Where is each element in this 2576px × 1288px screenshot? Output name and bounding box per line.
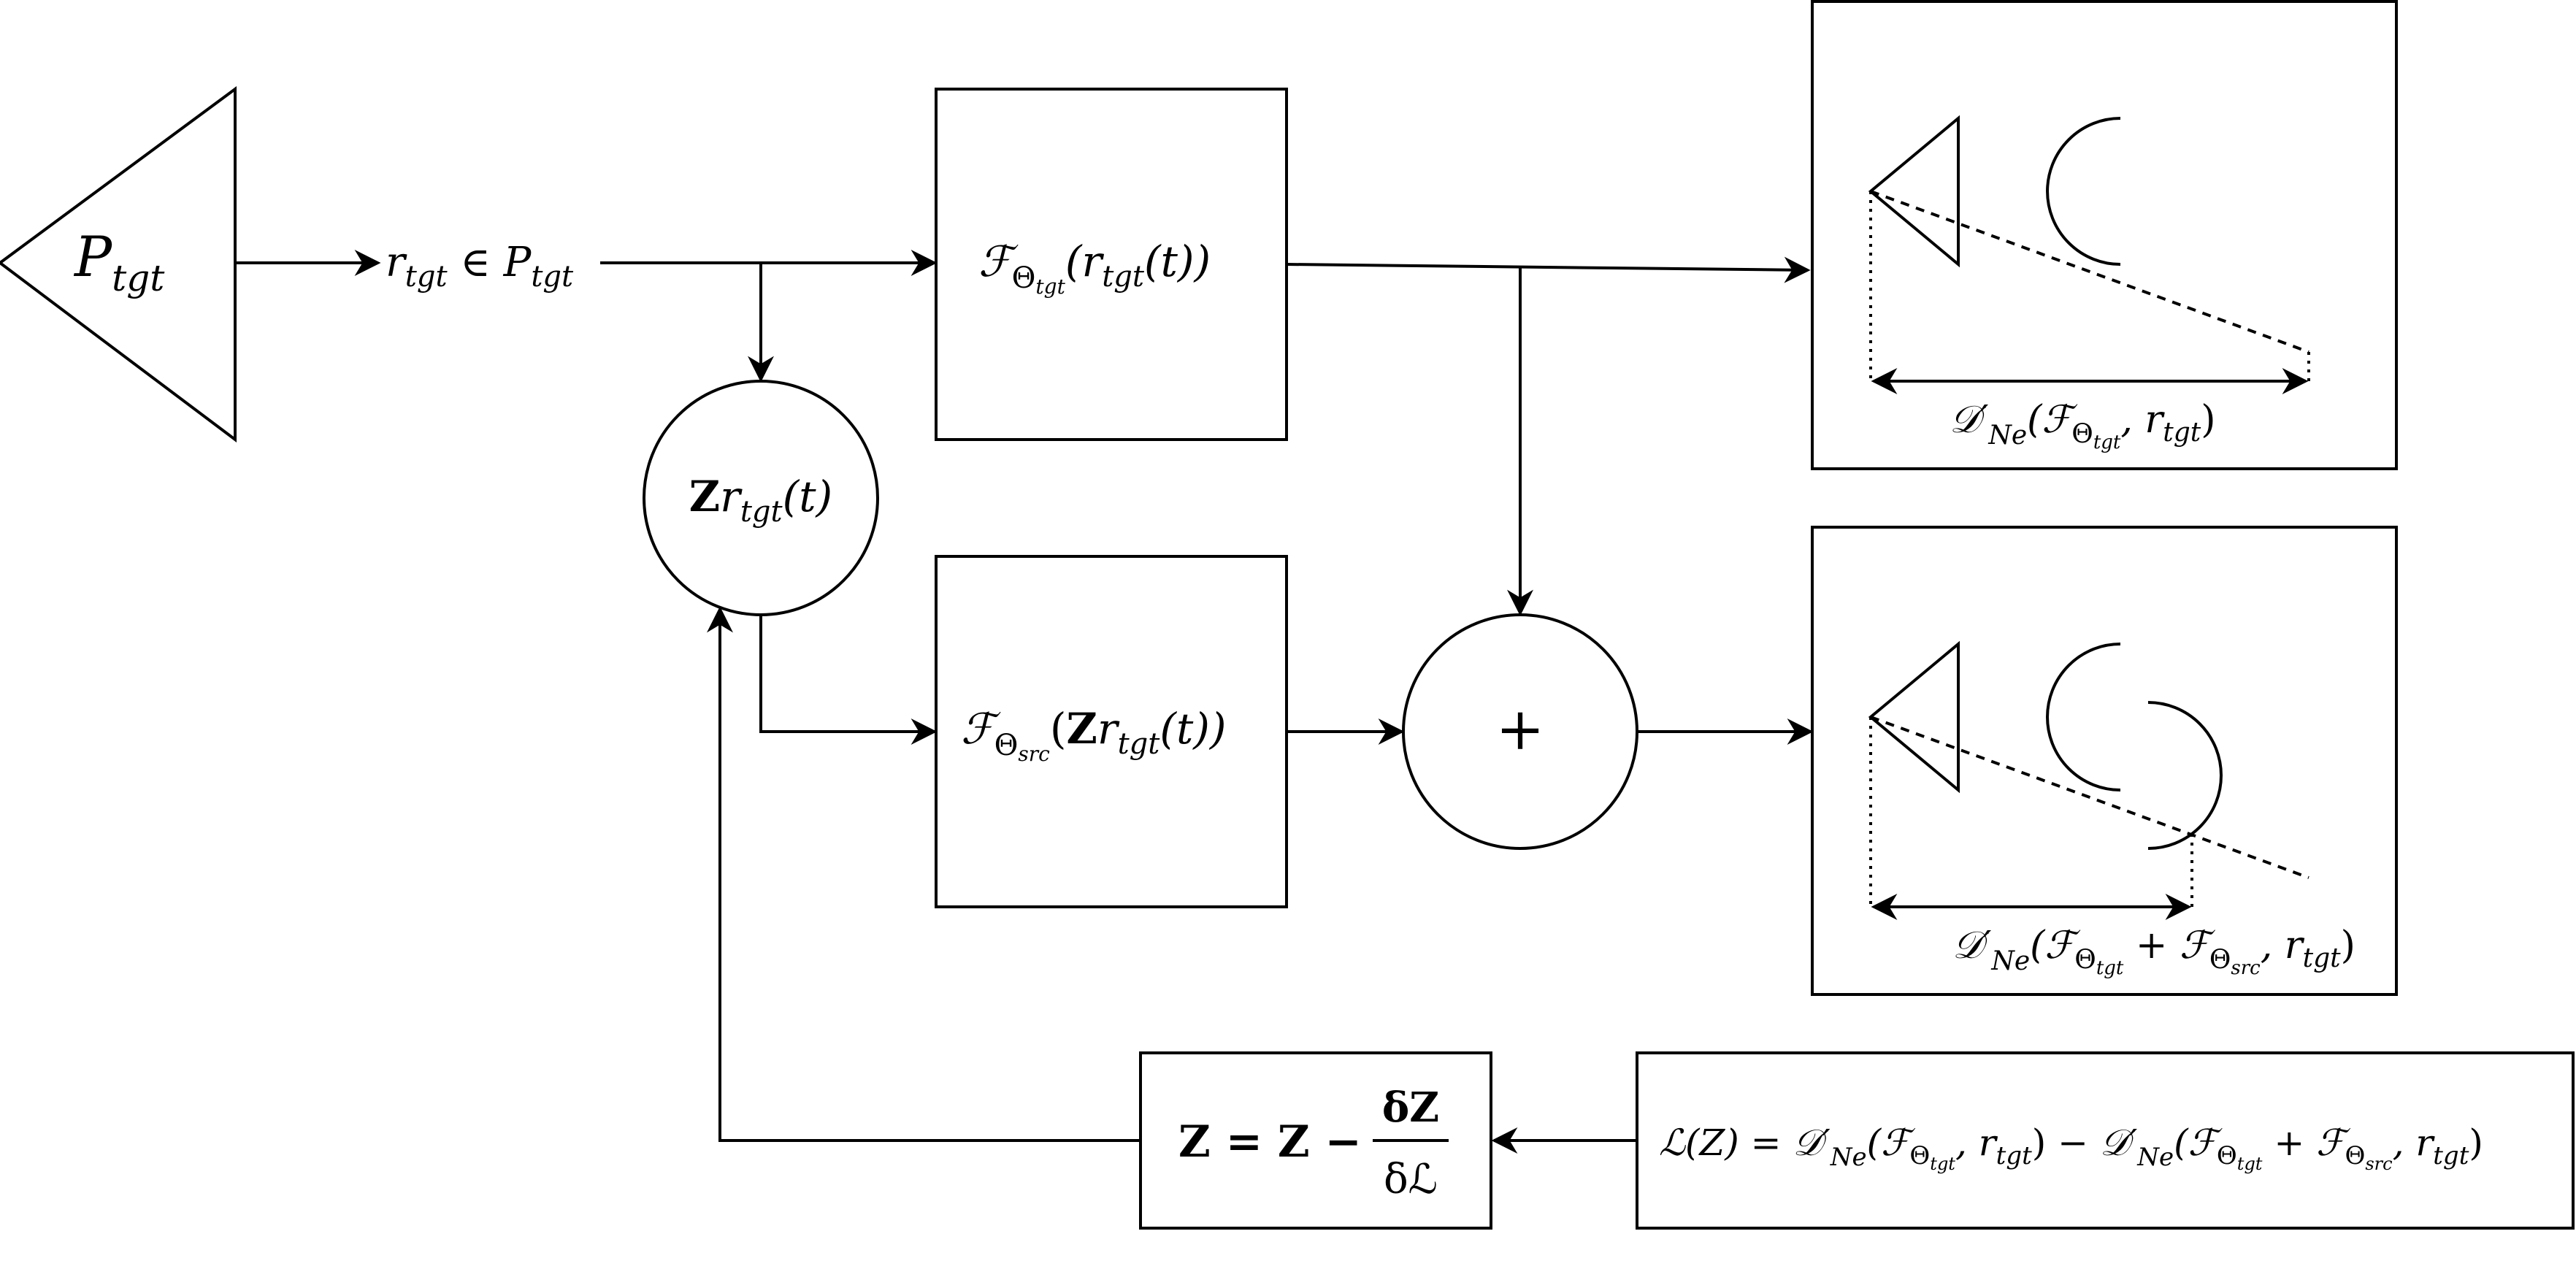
bottom-panel — [1811, 526, 2398, 996]
top-panel-object — [2046, 117, 2121, 266]
loss-label: ℒ(Z) = 𝒟′Ne(ℱΘtgt, rtgt) − 𝒟′Ne(ℱΘtgt + … — [1659, 1122, 2483, 1174]
edge-update-to-zcircle — [707, 606, 1141, 1142]
f-src-label: ℱΘsrc(Zrtgt(t)) — [961, 704, 1227, 766]
update-denominator: δℒ — [1384, 1156, 1438, 1203]
source-label: Ptgt — [73, 224, 165, 299]
z-circle-label: Zrtgt(t) — [689, 472, 832, 529]
f-tgt-label: ℱΘtgt(rtgt(t)) — [978, 237, 1211, 299]
bottom-panel-label: 𝒟′Ne(ℱΘtgt + ℱΘsrc, rtgt) — [1952, 924, 2355, 979]
bottom-panel-object-src — [2147, 701, 2223, 850]
bottom-panel-camera — [1868, 640, 1960, 794]
top-panel-label: 𝒟′Ne(ℱΘtgt, rtgt) — [1950, 398, 2216, 453]
bottom-panel-object-tgt — [2046, 643, 2121, 791]
ray-label: rtgt ∈ Ptgt — [386, 239, 574, 294]
top-panel — [1811, 0, 2398, 470]
update-numerator: δZ — [1382, 1084, 1439, 1132]
top-panel-camera — [1868, 115, 1960, 268]
update-lhs: Z = Z − — [1178, 1116, 1362, 1168]
bottom-panel-ray — [1870, 716, 2309, 879]
edge-zcircle-to-fsrc — [759, 615, 938, 745]
plus-symbol: + — [1495, 695, 1544, 763]
edge-ftgt-to-top-panel — [1286, 256, 1811, 283]
top-panel-ray — [1870, 190, 2309, 353]
